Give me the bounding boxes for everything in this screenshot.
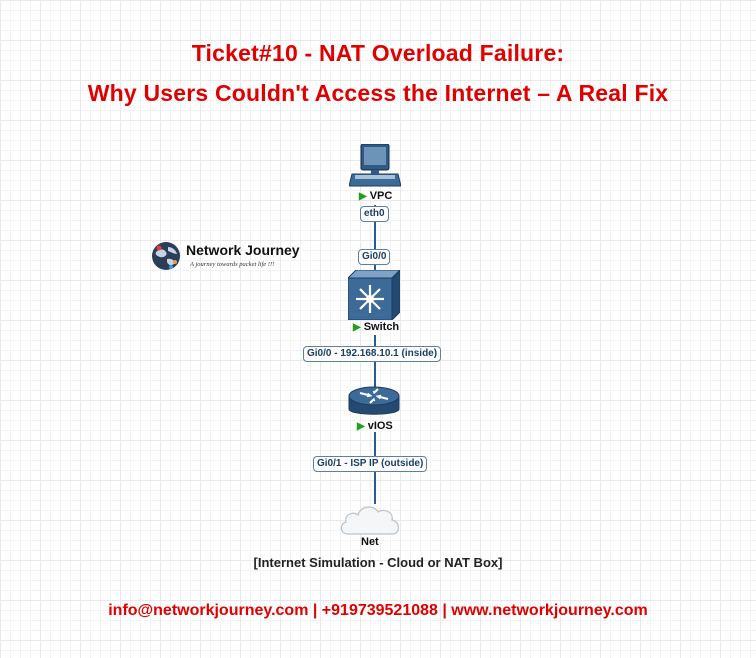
logo-name: Network Journey (186, 242, 300, 258)
globe-icon (152, 242, 180, 270)
running-status-icon: ▶ (357, 421, 365, 432)
switch-label: ▶Switch (353, 321, 399, 334)
desktop-pc-icon (348, 143, 402, 187)
logo-tagline: A journey towards packet life !!! (190, 261, 275, 268)
title-line-2: Why Users Couldn't Access the Internet –… (87, 80, 669, 106)
interface-label-switch-gi0-0: Gi0/0 (358, 249, 391, 265)
layer3-switch-icon (346, 268, 402, 322)
interface-label-router-gi0-1: Gi0/1 - ISP IP (outside) (313, 456, 428, 472)
cloud-icon (340, 506, 399, 535)
network-journey-logo: Network Journey A journey towards packet… (150, 238, 320, 274)
vpc-node[interactable] (348, 143, 402, 188)
vpc-label: ▶VPC (359, 190, 392, 203)
contact-footer: info@networkjourney.com | +919739521088 … (108, 602, 648, 619)
diagram-caption: [Internet Simulation - Cloud or NAT Box] (253, 555, 503, 570)
switch-node[interactable] (346, 268, 402, 322)
vpc-label-text: VPC (369, 190, 393, 202)
interface-label-router-gi0-0: Gi0/0 - 192.168.10.1 (inside) (303, 346, 442, 362)
title-line-1: Ticket#10 - NAT Overload Failure: (191, 40, 565, 66)
interface-label-eth0: eth0 (360, 206, 389, 222)
router-label-text: vIOS (367, 420, 393, 432)
switch-label-text: Switch (363, 321, 400, 333)
router-label: ▶vIOS (357, 420, 393, 433)
running-status-icon: ▶ (359, 191, 367, 202)
router-node[interactable] (348, 386, 400, 420)
running-status-icon: ▶ (353, 322, 361, 333)
cloud-node[interactable] (338, 502, 402, 536)
router-icon (348, 386, 400, 415)
link-vpc-switch (374, 205, 376, 270)
cloud-label: Net (361, 536, 379, 548)
